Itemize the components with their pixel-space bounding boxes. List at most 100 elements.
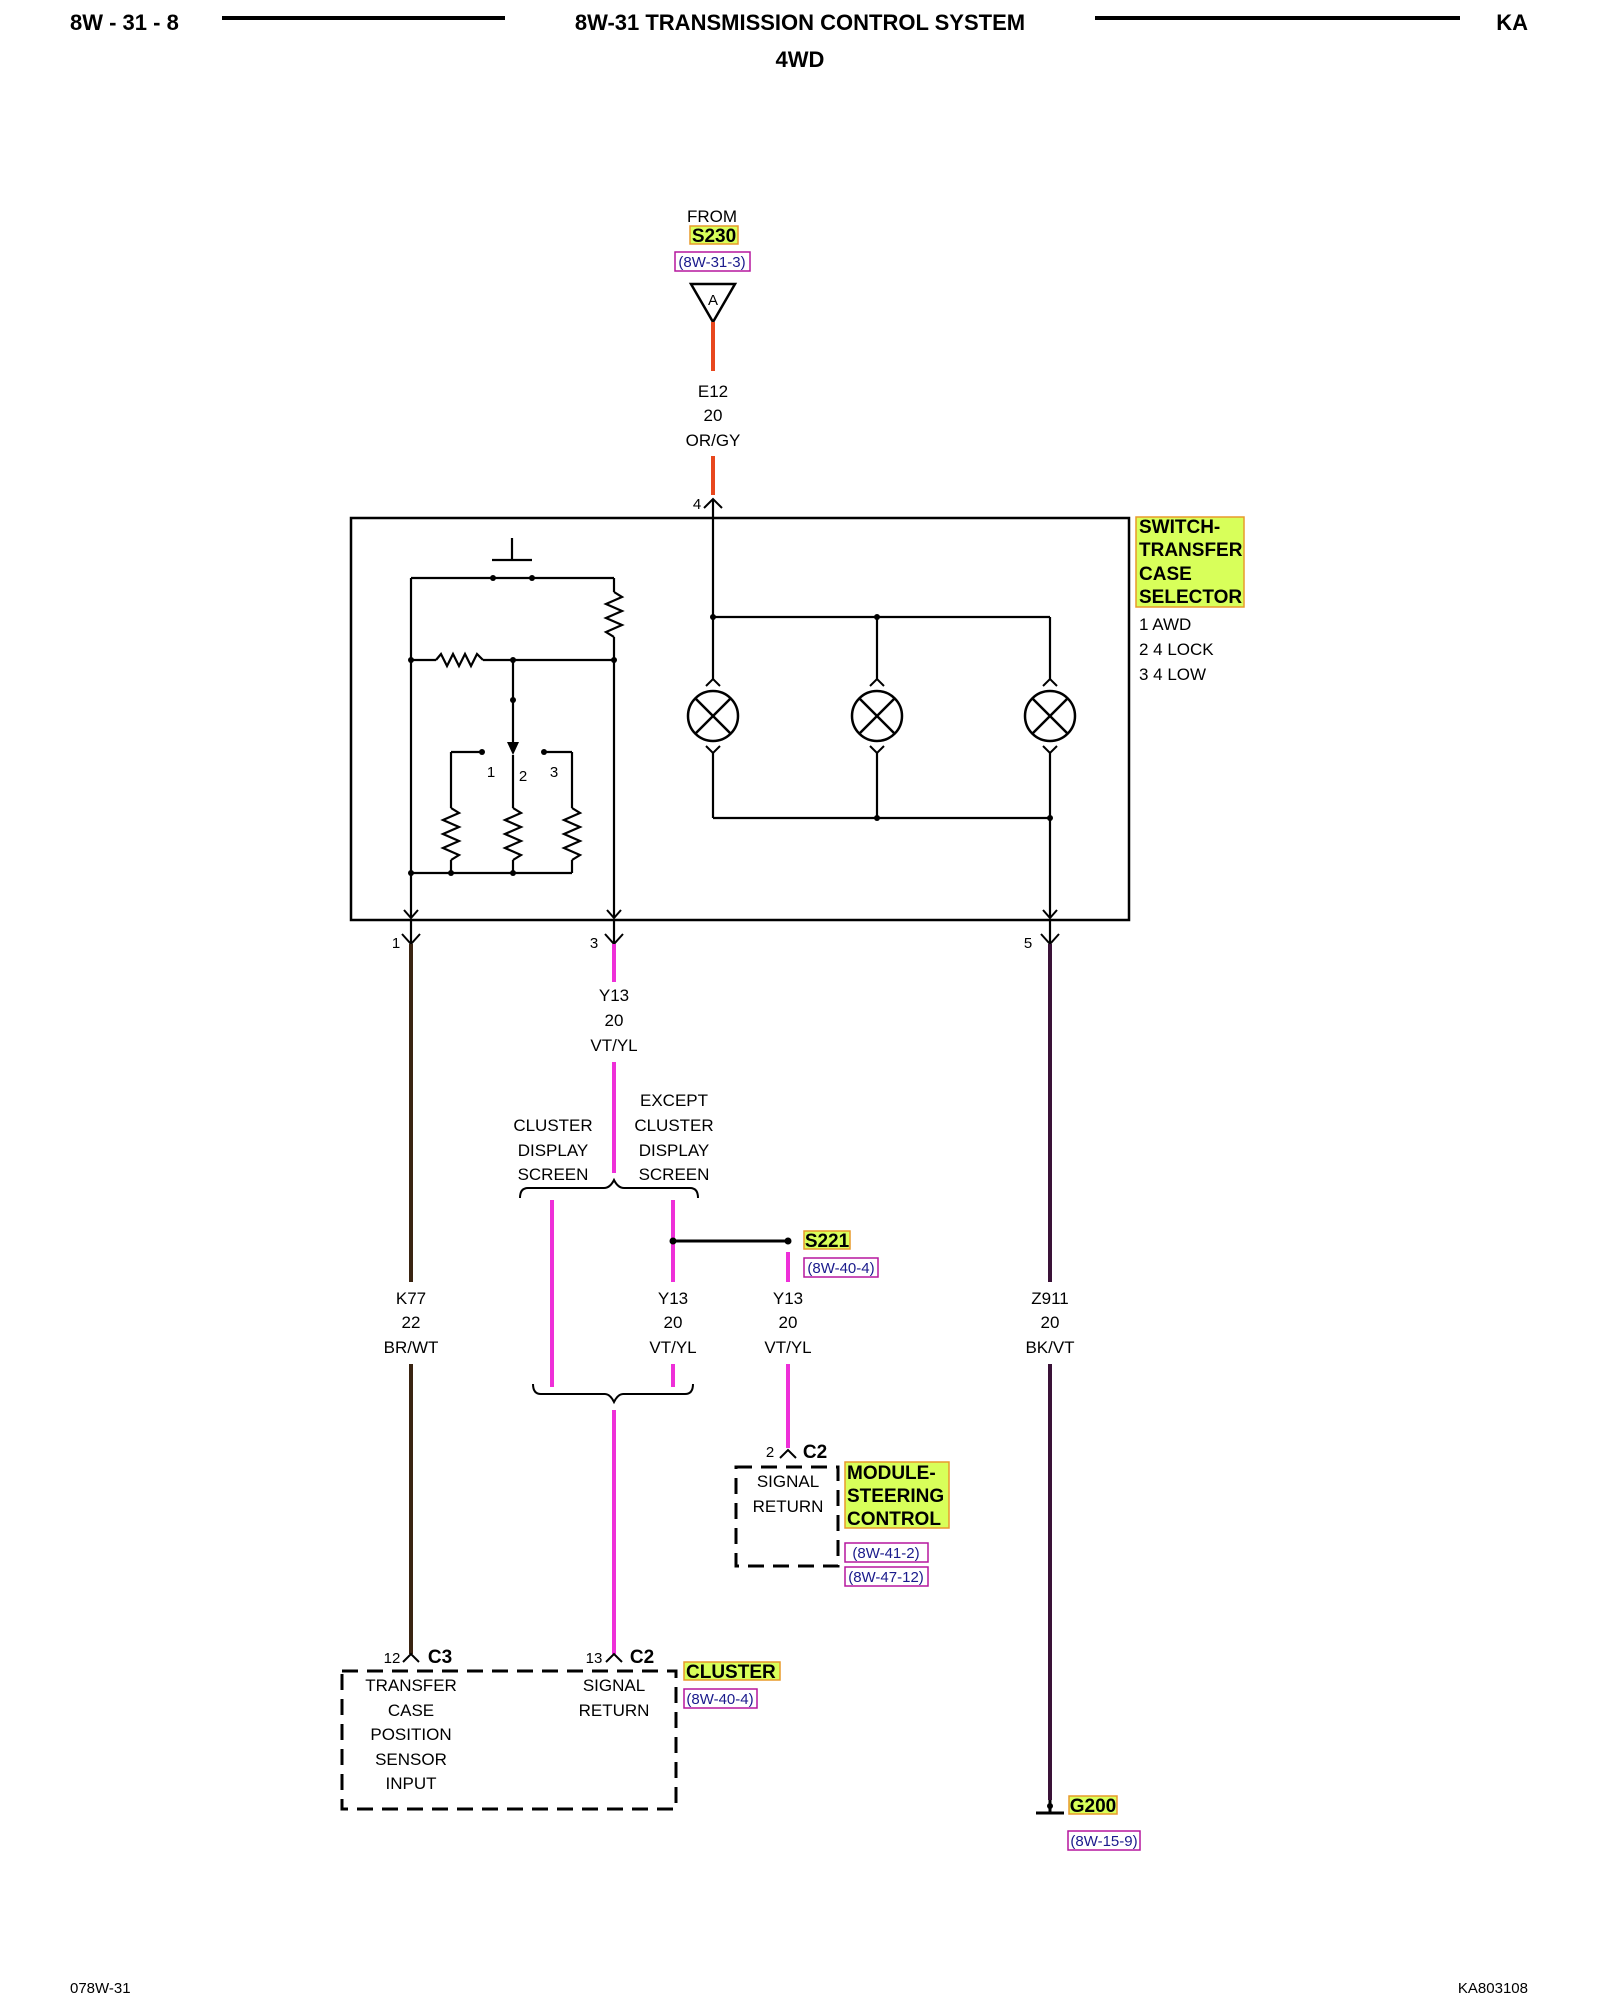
resistor-icon (435, 651, 484, 669)
junction-dot (510, 870, 516, 876)
steering-module-outline (734, 1465, 840, 1568)
g200-ref-link[interactable]: (8W-15-9) (1067, 1830, 1141, 1851)
option-brace-top (519, 1177, 699, 1199)
contact-label-3: 3 (550, 764, 558, 781)
g200-ref: (8W-15-9) (1070, 1833, 1137, 1850)
option-brace-bottom (532, 1383, 694, 1405)
steering-ref-link-1[interactable]: (8W-41-2) (844, 1542, 929, 1563)
cluster-ref-link[interactable]: (8W-40-4) (683, 1688, 758, 1709)
connector-letter: A (708, 292, 718, 309)
switch-pin-3-terminal: 3 (590, 920, 624, 952)
internal-terminal-icon (403, 909, 419, 920)
steering-control-module: 2 C2 SIGNAL RETURN MODULE- STEERING CONT… (734, 1442, 950, 1587)
junction-dot (874, 815, 880, 821)
option-cluster-display: CLUSTER DISPLAY SCREEN (513, 1116, 592, 1184)
e12-circuit: E12 (698, 382, 728, 401)
s221-ref-link[interactable]: (8W-40-4) (803, 1257, 879, 1278)
option-except-line-1: EXCEPT (640, 1091, 708, 1110)
page-header: 8W - 31 - 8 8W-31 TRANSMISSION CONTROL S… (70, 10, 1528, 72)
terminal-icon (605, 1652, 623, 1663)
steering-function-line-1: SIGNAL (757, 1472, 819, 1491)
junction-dot (611, 657, 617, 663)
e12-color: OR/GY (686, 431, 741, 450)
cluster-c3-connector: C3 (428, 1647, 452, 1668)
cluster-c3-function-line-4: SENSOR (375, 1750, 447, 1769)
steering-ref-box-2 (844, 1566, 929, 1587)
steering-connector: C2 (803, 1442, 827, 1463)
y13-s221-gauge: 20 (779, 1313, 798, 1332)
contact-label-2: 2 (519, 768, 527, 785)
y13-main-gauge: 20 (605, 1011, 624, 1030)
steering-ref-link-2[interactable]: (8W-47-12) (844, 1566, 929, 1587)
switch-position-2: 2 4 LOCK (1139, 640, 1214, 659)
option-cluster-line-3: SCREEN (518, 1165, 589, 1184)
instrument-cluster: 12 C3 13 C2 TRANSFER CASE POSITION SENSO… (340, 1647, 781, 1811)
cluster-ref: (8W-40-4) (686, 1691, 753, 1708)
s230-ref-box (674, 251, 751, 272)
s230-ref-link[interactable]: (8W-31-3) (674, 251, 751, 272)
y13-branch-gauge: 20 (664, 1313, 683, 1332)
contact-dot (479, 749, 485, 755)
y13-s221-circuit: Y13 (773, 1289, 803, 1308)
cluster-c3-pin: 12 (384, 1650, 401, 1667)
steering-name-highlight (844, 1461, 950, 1529)
switch-pin-1-terminal: 1 (392, 920, 421, 952)
switch-pin-5: 5 (1024, 935, 1032, 952)
page-subtitle: 4WD (776, 47, 825, 72)
option-cluster-line-2: DISPLAY (518, 1141, 589, 1160)
steering-ref-2: (8W-47-12) (848, 1569, 924, 1586)
ground-g200: G200 (8W-15-9) (1036, 1795, 1141, 1851)
z911-circuit: Z911 (1031, 1289, 1069, 1308)
switch-pin-1: 1 (392, 935, 400, 952)
s221-ref: (8W-40-4) (807, 1260, 874, 1277)
splice-s221: S221 (8W-40-4) (803, 1230, 879, 1278)
steering-name-line-3: CONTROL (847, 1509, 941, 1530)
resistor-icon (502, 807, 524, 861)
switch-name-block: SWITCH- TRANSFER CASE SELECTOR 1 AWD 2 4… (1135, 516, 1245, 684)
cluster-c2-pin: 13 (586, 1650, 603, 1667)
lamp-icon (686, 677, 740, 755)
splice-dot (784, 1237, 792, 1245)
cluster-c2-function-line-2: RETURN (579, 1701, 650, 1720)
s230-ref: (8W-31-3) (678, 254, 745, 271)
g200-highlight (1068, 1795, 1118, 1815)
y13-branch-color: VT/YL (649, 1338, 696, 1357)
y13-s221-color: VT/YL (764, 1338, 811, 1357)
switch-body (349, 516, 1131, 922)
z911-color: BK/VT (1025, 1338, 1074, 1357)
footer-right-code: KA803108 (1458, 1980, 1528, 1997)
switch-position-1: 1 AWD (1139, 615, 1191, 634)
junction-dot (408, 870, 414, 876)
resistor-icon (603, 591, 625, 638)
y13-main-color: VT/YL (590, 1036, 637, 1055)
terminal-icon (402, 1652, 420, 1663)
steering-ref-box-1 (844, 1542, 929, 1563)
k77-gauge: 22 (402, 1313, 421, 1332)
ground-dot (1047, 1803, 1053, 1809)
option-except-cluster-display: EXCEPT CLUSTER DISPLAY SCREEN (634, 1091, 713, 1184)
s221-highlight (803, 1230, 851, 1250)
switch-pin-4: 4 (693, 496, 701, 513)
transfer-case-selector-switch: 1 2 3 (349, 516, 1131, 922)
switch-pin-5-terminal: 5 (1024, 920, 1060, 952)
switch-name-highlight (1135, 516, 1245, 608)
source-s230: FROM S230 (8W-31-3) A (674, 207, 751, 325)
rotary-wiper-arrow-icon (507, 742, 519, 755)
resistor-icon (440, 807, 462, 861)
s230-highlight (689, 225, 739, 245)
switch-name-line-1: SWITCH- (1139, 517, 1220, 538)
cluster-c3-function-line-2: CASE (388, 1701, 434, 1720)
terminal-icon (779, 1448, 797, 1459)
junction-dot (408, 657, 414, 663)
z911-gauge: 20 (1041, 1313, 1060, 1332)
lamp-icon (1023, 677, 1077, 755)
junction-dot (448, 870, 454, 876)
internal-terminal-icon (606, 909, 622, 920)
page-title: 8W-31 TRANSMISSION CONTROL SYSTEM (575, 10, 1025, 35)
contact-dot (541, 749, 547, 755)
cluster-name: CLUSTER (686, 1662, 776, 1683)
from-label: FROM (687, 207, 737, 226)
cluster-c2-function-line-1: SIGNAL (583, 1676, 645, 1695)
cluster-ref-box (683, 1688, 758, 1709)
